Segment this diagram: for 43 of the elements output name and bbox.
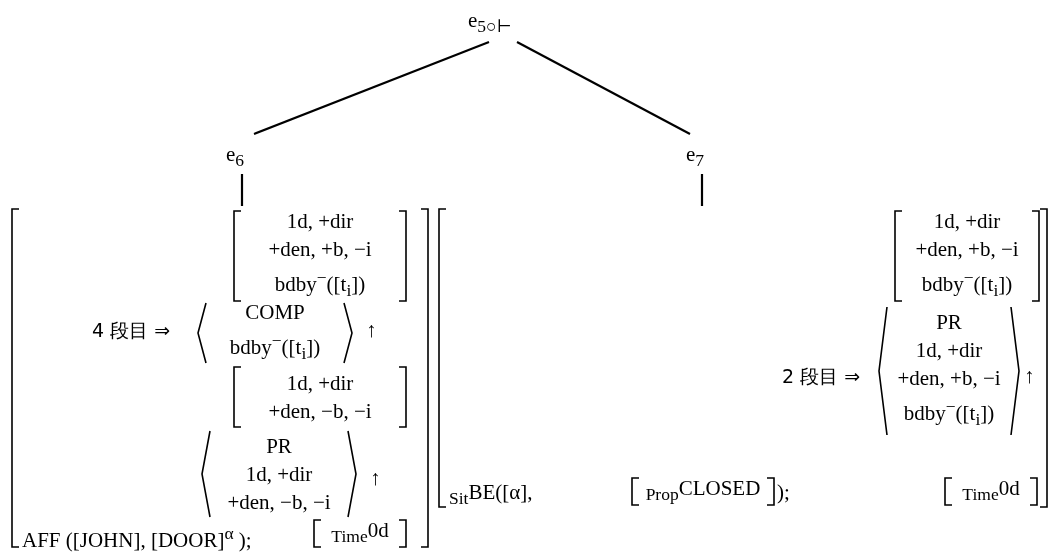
feature-row-text: +den, −b, −i (268, 398, 372, 425)
angle-bracket-group (200, 430, 358, 518)
tree-label: e$_{5○⊢}$ (468, 7, 512, 39)
bracketed-expression (437, 208, 1049, 508)
feature-row-text: 1d, +dir (245, 461, 313, 488)
up-arrow-symbol: ↑ (370, 465, 381, 492)
angle-bracket-group (877, 306, 1021, 436)
feature-matrix (232, 210, 408, 302)
feature-row-text: +den, +b, −i (897, 365, 1001, 393)
angle-bracket-group (196, 302, 354, 364)
formula-text: $_{Sit}$BE([α], (449, 479, 533, 511)
feature-row-text: 1d, +dir (915, 337, 983, 365)
feature-row-text: $_{Prop}$CLOSED (645, 475, 761, 507)
tree-branch (253, 40, 490, 136)
tree-label: e$_{7}$ (686, 141, 705, 173)
tree-label: e$_{6}$ (226, 141, 245, 173)
tree-branch (240, 174, 244, 206)
feature-row-text: bdby$^{−}$([t$_{i}$]) (229, 329, 321, 366)
formula-text: AFF ([JOHN], [DOOR]$^{α}$ ); (22, 522, 252, 552)
feature-row-text: 1d, +dir (286, 370, 354, 397)
feature-row-text: bdby$^{−}$([t$_{i}$]) (921, 266, 1013, 303)
feature-row-text: +den, −b, −i (227, 489, 331, 516)
step-label: 2 段目 ⇒ (782, 364, 861, 389)
time-bracket (312, 519, 408, 548)
feature-row-text: +den, +b, −i (268, 236, 372, 264)
time-bracket (943, 477, 1039, 506)
tree-branch (516, 41, 691, 135)
feature-row-text: $_{Time}$0d (331, 517, 389, 549)
step-label: 4 段目 ⇒ (92, 318, 171, 343)
feature-row-text: $_{Time}$0d (962, 475, 1020, 507)
feature-row-text: 1d, +dir (286, 208, 354, 236)
feature-matrix (893, 210, 1041, 302)
feature-row-text: 1d, +dir (933, 208, 1001, 236)
tree-branch (700, 174, 704, 206)
feature-matrix (232, 366, 408, 428)
feature-row-text: bdby$^{−}$([t$_{i}$]) (903, 395, 995, 432)
up-arrow-symbol: ↑ (1024, 363, 1035, 390)
feature-row-text: PR (936, 309, 962, 337)
feature-row-text: +den, +b, −i (915, 236, 1019, 264)
formula-text: ); (777, 479, 790, 506)
up-arrow-symbol: ↑ (366, 317, 377, 344)
feature-row-text: PR (266, 433, 292, 460)
prop-bracket (630, 477, 776, 506)
